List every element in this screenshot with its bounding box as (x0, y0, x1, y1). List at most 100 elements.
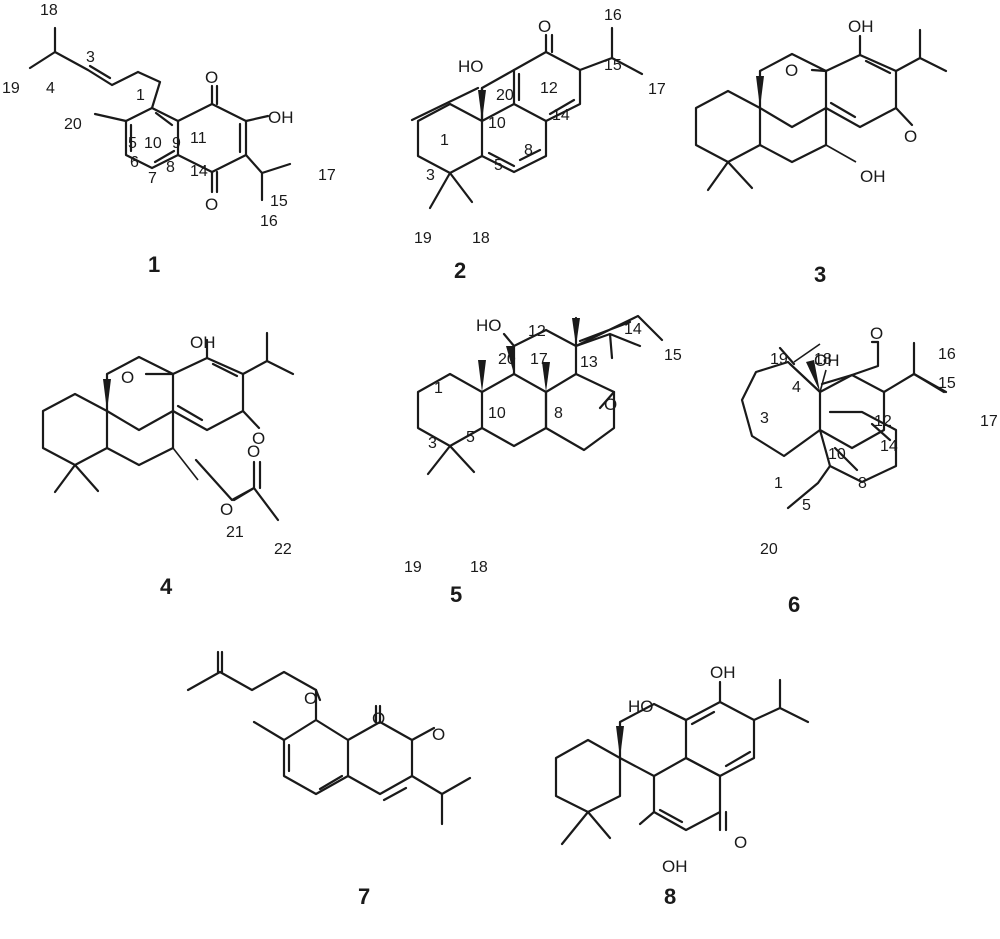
atom-label-ketone-oxygen: O (304, 689, 317, 708)
carbon-number: 3 (426, 167, 435, 184)
carbon-number: 21 (226, 524, 244, 541)
carbon-number: 1 (774, 475, 783, 492)
carbon-number: 5 (466, 429, 475, 446)
carbon-number: 8 (858, 475, 867, 492)
compound-2: HO O 16 15 17 12 20 10 14 1 8 5 3 19 18 … (410, 7, 666, 283)
carbon-number: 19 (404, 559, 422, 576)
atom-label-hydroxyl: OH (848, 17, 874, 36)
carbon-number: 18 (814, 351, 832, 368)
carbon-number: 12 (528, 323, 546, 340)
carbon-number: 22 (274, 541, 292, 558)
carbon-number: 14 (190, 163, 208, 180)
carbon-number: 3 (428, 435, 437, 452)
carbon-number: 1 (434, 380, 443, 397)
atom-label-hydroxyl: OH (662, 857, 688, 876)
atom-label-oxo: O (870, 324, 883, 343)
atom-label-hydroxyl: HO (476, 316, 502, 335)
carbon-number: 5 (802, 497, 811, 514)
carbon-number: 12 (540, 80, 558, 97)
carbon-number: 5 (128, 135, 137, 152)
atom-label-hydroxyl: HO (458, 57, 484, 76)
carbon-number: 17 (530, 351, 548, 368)
compound-label: 8 (664, 884, 676, 909)
carbon-number: 20 (760, 541, 778, 558)
atom-label-oxo: O (205, 195, 218, 214)
atom-label-oxo: O (538, 17, 551, 36)
carbon-number: 10 (488, 115, 506, 132)
carbon-number: 9 (172, 135, 181, 152)
atom-label-carbonyl-oxygen: O (247, 442, 260, 461)
compound-4: OH O O O O 21 22 4 (41, 331, 295, 599)
carbon-number: 16 (260, 213, 278, 230)
atom-label-oxo: O (252, 429, 265, 448)
atom-label-hydroxyl: HO (628, 697, 654, 716)
carbon-number: 15 (604, 57, 622, 74)
atom-label-ester-oxygen: O (220, 500, 233, 519)
carbon-number: 20 (64, 116, 82, 133)
atom-label-oxo: O (904, 127, 917, 146)
carbon-number: 1 (136, 87, 145, 104)
carbon-number: 17 (648, 81, 666, 98)
compound-7: O O O 7 (186, 650, 472, 909)
carbon-number: 15 (938, 375, 956, 392)
compound-5: HO O 12 14 20 13 15 17 1 10 8 3 5 19 18 … (404, 314, 682, 607)
carbon-number: 8 (166, 159, 175, 176)
carbon-number: 3 (86, 49, 95, 66)
atom-label-hydroxyl: OH (268, 108, 294, 127)
carbon-number: 10 (828, 446, 846, 463)
carbon-number: 20 (496, 87, 514, 104)
carbon-number: 4 (792, 379, 801, 396)
compound-label: 1 (148, 252, 160, 277)
carbon-number: 18 (40, 2, 58, 19)
atom-label-oxo: O (734, 833, 747, 852)
atom-label-oxo: O (121, 368, 134, 387)
atom-label-hydroxyl: OH (190, 333, 216, 352)
carbon-number: 20 (498, 351, 516, 368)
compound-8: OH HO O OH 8 (554, 663, 810, 909)
compound-label: 3 (814, 262, 826, 287)
carbon-number: 10 (488, 405, 506, 422)
atom-label-hydroxyl: OH (860, 167, 886, 186)
compound-label: 5 (450, 582, 462, 607)
compound-label: 2 (454, 258, 466, 283)
carbon-number: 19 (414, 230, 432, 247)
atom-label-oxo: O (205, 68, 218, 87)
carbon-number: 12 (874, 413, 892, 430)
carbon-number: 8 (554, 405, 563, 422)
carbon-number: 4 (46, 80, 55, 97)
compound-3: OH O O OH 3 (694, 17, 948, 287)
carbon-number: 13 (580, 354, 598, 371)
carbon-number: 17 (980, 413, 998, 430)
carbon-number: 18 (472, 230, 490, 247)
atom-label-oxo: O (785, 61, 798, 80)
compound-label: 6 (788, 592, 800, 617)
carbon-number: 17 (318, 167, 336, 184)
carbon-number: 14 (880, 438, 898, 455)
carbon-number: 14 (624, 321, 642, 338)
compound-1: O OH O 18 19 3 4 1 20 5 10 9 11 6 8 7 14… (2, 2, 336, 277)
carbon-number: 14 (552, 107, 570, 124)
compound-6: OH O 19 18 16 4 15 3 12 17 14 10 1 8 5 2… (740, 324, 998, 617)
carbon-number: 18 (470, 559, 488, 576)
carbon-number: 11 (190, 130, 207, 147)
atom-label-hydroxyl: OH (710, 663, 736, 682)
carbon-number: 3 (760, 410, 769, 427)
carbon-number: 15 (664, 347, 682, 364)
carbon-number: 6 (130, 154, 139, 171)
carbon-number: 16 (604, 7, 622, 24)
carbon-number: 19 (770, 351, 788, 368)
compound-label: 4 (160, 574, 173, 599)
atom-label-oxo: O (372, 709, 385, 728)
carbon-number: 15 (270, 193, 288, 210)
carbon-number: 10 (144, 135, 162, 152)
compound-label: 7 (358, 884, 370, 909)
carbon-number: 5 (494, 157, 503, 174)
carbon-number: 16 (938, 346, 956, 363)
atom-label-hydroxyl: OH (814, 351, 840, 370)
carbon-number: 1 (440, 132, 449, 149)
atom-label-ether-oxygen: O (604, 395, 617, 414)
carbon-number: 8 (524, 142, 533, 159)
atom-label-oxo: O (432, 725, 445, 744)
